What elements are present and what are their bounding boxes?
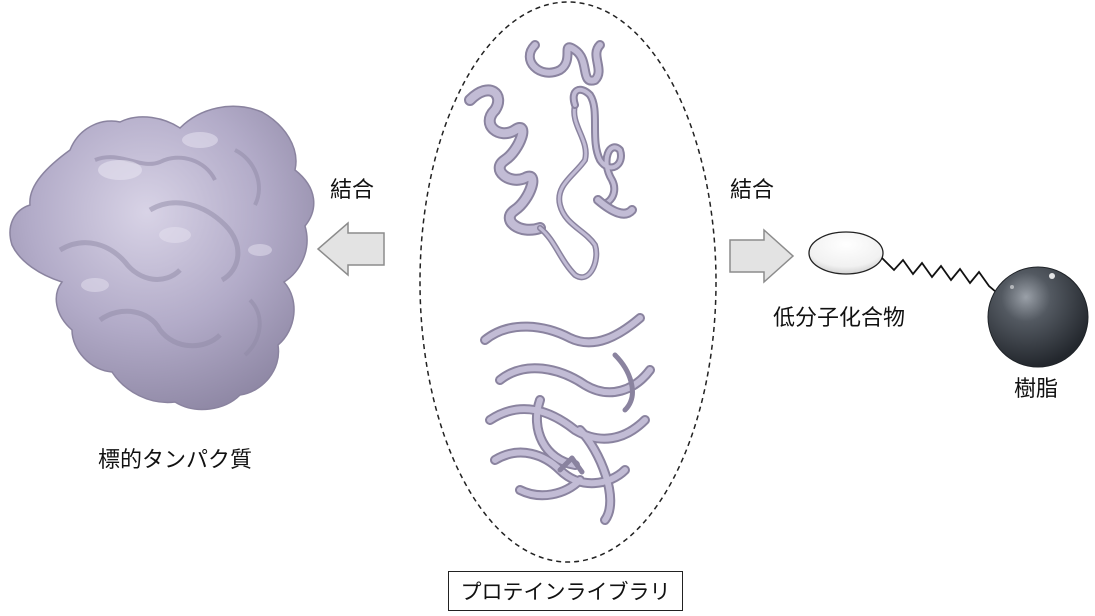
small-molecule-ellipse xyxy=(808,231,884,275)
library-protein-helix xyxy=(464,40,637,281)
protein-library-boundary xyxy=(419,1,717,563)
protein-library-label-box: プロテインライブラリ xyxy=(448,571,683,611)
target-protein-label: 標的タンパク質 xyxy=(98,448,253,473)
resin-highlight xyxy=(1049,273,1055,279)
linker-zigzag xyxy=(881,257,997,293)
binding-left-label: 結合 xyxy=(330,178,375,203)
protein-library-label: プロテインライブラリ xyxy=(460,580,671,604)
library-protein-sheet xyxy=(480,313,655,525)
target-protein-surface xyxy=(9,105,315,411)
resin-label: 樹脂 xyxy=(1014,377,1059,402)
resin-highlight-small xyxy=(1010,285,1014,289)
binding-arrow-right xyxy=(729,228,795,284)
resin-bead xyxy=(987,266,1089,368)
binding-arrow-left xyxy=(316,221,385,277)
binding-right-label: 結合 xyxy=(730,178,775,203)
small-molecule-label: 低分子化合物 xyxy=(773,306,906,331)
